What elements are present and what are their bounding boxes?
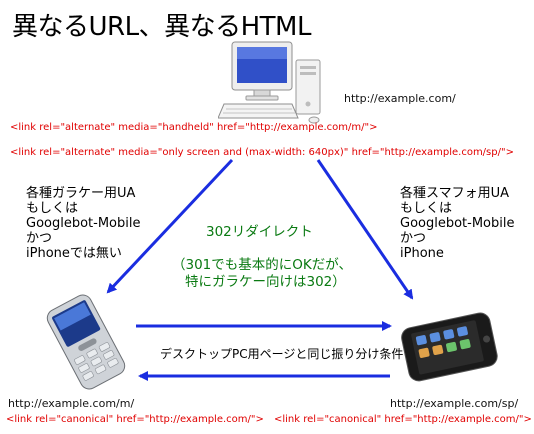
smartphone-icon xyxy=(401,312,498,382)
pc-url: http://example.com/ xyxy=(344,92,456,105)
smartphone-canonical: <link rel="canonical" href="http://examp… xyxy=(274,414,532,425)
alternate-link-smartphone: <link rel="alternate" media="only screen… xyxy=(10,147,514,158)
desktop-pc-icon xyxy=(218,41,321,124)
redirect-note-line1: （301でも基本的にOKだが、 xyxy=(172,257,352,273)
feature-phone-url: http://example.com/m/ xyxy=(8,397,135,410)
feature-phone-condition: 各種ガラケー用UA もしくは Googlebot-Mobile かつ iPhon… xyxy=(26,186,141,261)
same-rule-label: デスクトップPC用ページと同じ振り分け条件 xyxy=(160,347,404,361)
arrow-pc-to-feature-phone xyxy=(106,158,234,294)
redirect-label: 302リダイレクト xyxy=(206,224,313,240)
arrow-pc-to-smartphone xyxy=(316,159,414,300)
alternate-link-handheld: <link rel="alternate" media="handheld" h… xyxy=(10,122,378,133)
diagram-title: 異なるURL、異なるHTML xyxy=(12,12,311,42)
redirect-note-line2: 特にガラケー向けは302） xyxy=(185,274,346,290)
smartphone-url: http://example.com/sp/ xyxy=(390,397,519,410)
smartphone-condition: 各種スマフォ用UA もしくは Googlebot-Mobile かつ iPhon… xyxy=(400,186,515,261)
feature-phone-icon xyxy=(46,294,126,390)
feature-phone-canonical: <link rel="canonical" href="http://examp… xyxy=(6,414,264,425)
